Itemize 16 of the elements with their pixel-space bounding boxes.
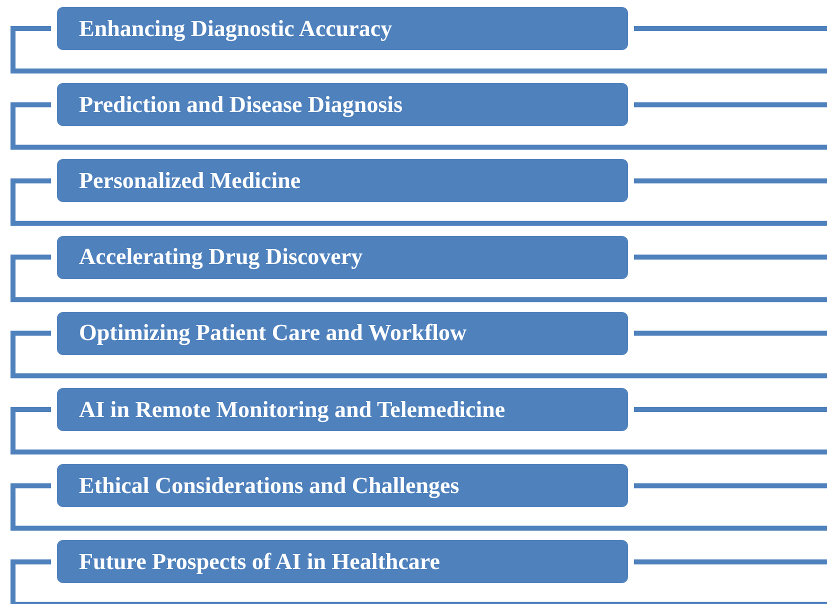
topic-box [57, 464, 628, 508]
topic-title: Ethical Considerations and Challenges [79, 472, 460, 499]
topic-title: Personalized Medicine [79, 168, 301, 194]
topic-box [57, 7, 628, 50]
topic-title: Accelerating Drug Discovery [79, 244, 363, 270]
topic-title: Prediction and Disease Diagnosis [79, 92, 403, 118]
topic-title: Optimizing Patient Care and Workflow [79, 320, 467, 346]
topic-box [57, 540, 628, 584]
topic-title: Future Prospects of AI in Healthcare [79, 548, 440, 575]
topic-box [57, 159, 628, 202]
topic-box [57, 388, 628, 431]
topic-box [57, 83, 628, 126]
topic-box [57, 236, 628, 279]
topic-title: AI in Remote Monitoring and Telemedicine [79, 396, 506, 422]
topic-box [57, 312, 628, 355]
topic-title: Enhancing Diagnostic Accuracy [79, 16, 392, 42]
